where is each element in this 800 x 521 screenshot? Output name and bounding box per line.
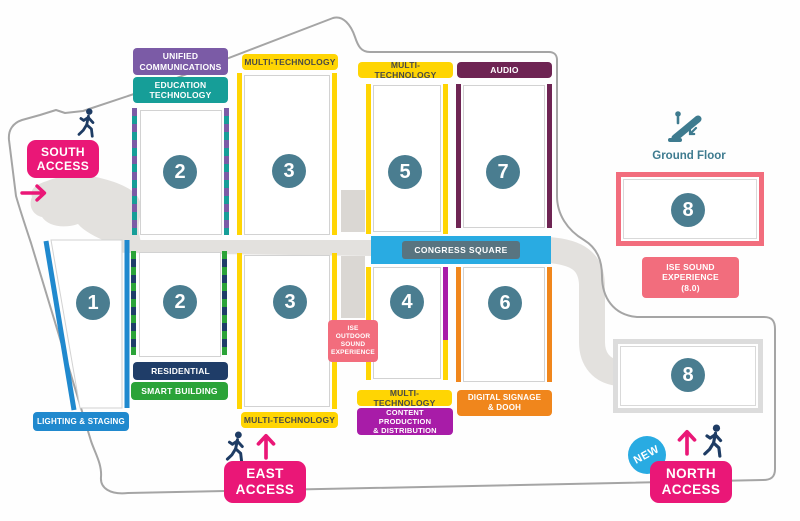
label-residential: RESIDENTIAL: [133, 362, 228, 380]
hall-4-bar-right-yellow: [443, 340, 448, 380]
hall-7-bar-right: [547, 84, 552, 228]
hall-5-bar-left: [366, 84, 371, 234]
hall-2-upper-bar-right: [224, 108, 229, 235]
hall-6-number: 6: [488, 286, 522, 320]
label-multi-technology-hall4-bottom: MULTI-TECHNOLOGY: [357, 388, 452, 408]
facility-block-upper: [341, 190, 365, 232]
north-access-arrow-icon: [677, 429, 697, 456]
hall-5-number: 5: [388, 155, 422, 189]
pedestrian-icon-east: [225, 431, 244, 463]
hall-3-lower-bar-left: [237, 253, 242, 409]
ground-floor-label: Ground Floor: [652, 150, 726, 162]
hall-3-lower[interactable]: [244, 255, 330, 407]
hall-2-upper-bar-left: [132, 108, 137, 235]
hall-4-number: 4: [390, 285, 424, 319]
hall-8-lower-inner: [620, 346, 756, 406]
label-lighting-staging: LIGHTING & STAGING: [33, 412, 129, 431]
hall-1-number: 1: [76, 286, 110, 320]
hall-3-lower-number: 3: [273, 285, 307, 319]
hall-2-upper-number: 2: [163, 155, 197, 189]
label-education-technology: EDUCATION TECHNOLOGY: [133, 77, 228, 103]
hall-6-bar-left: [456, 267, 461, 382]
label-digital-signage-dooh: DIGITAL SIGNAGE & DOOH: [457, 390, 552, 416]
hall-1-box[interactable]: [50, 239, 123, 409]
hall-8-lower-number: 8: [671, 358, 705, 392]
east-access-badge: EAST ACCESS: [224, 461, 306, 503]
hall-1-bar-left: [43, 240, 77, 411]
label-multi-technology-hall3-top: MULTI-TECHNOLOGY: [242, 54, 338, 70]
escalator-icon: [668, 111, 702, 142]
label-unified-communications: UNIFIED COMMUNICATIONS: [133, 48, 228, 75]
label-multi-technology-hall3-bottom: MULTI-TECHNOLOGY: [241, 412, 338, 428]
pedestrian-icon-north: [703, 424, 723, 458]
south-access-badge: SOUTH ACCESS: [27, 140, 99, 178]
hall-3-upper-bar-left: [237, 73, 242, 235]
hall-2-lower-number: 2: [163, 285, 197, 319]
pedestrian-icon-south: [77, 108, 95, 138]
hall-4-bar-right-magenta: [443, 267, 448, 340]
label-content-production: CONTENT PRODUCTION & DISTRIBUTION: [357, 408, 453, 435]
label-multi-technology-hall5-top: MULTI-TECHNOLOGY: [358, 60, 453, 80]
hall-4[interactable]: [373, 267, 441, 379]
walkway-south-blob: [30, 175, 142, 243]
label-ise-outdoor-sound-experience: ISE OUTDOOR SOUND EXPERIENCE: [328, 320, 378, 362]
hall-6-bar-right: [547, 267, 552, 382]
hall-2-lower-bar-right: [222, 251, 227, 355]
hall-7-number: 7: [486, 155, 520, 189]
north-access-badge: NORTH ACCESS: [650, 461, 732, 503]
hall-8-ground-inner: [623, 179, 757, 239]
label-audio: AUDIO: [457, 62, 552, 78]
hall-5-bar-right: [443, 84, 448, 234]
facility-block-lower: [341, 256, 365, 318]
congress-square: CONGRESS SQUARE: [371, 236, 551, 264]
hall-3-upper-number: 3: [272, 154, 306, 188]
hall-2-lower-bar-left: [131, 251, 136, 355]
walkway-east-path: [546, 237, 621, 386]
south-access-arrow-icon: [20, 184, 47, 202]
east-access-arrow-icon: [256, 433, 276, 460]
hall-8-ground-number: 8: [671, 193, 705, 227]
hall-6[interactable]: [463, 267, 545, 382]
label-ise-sound-experience: ISE SOUND EXPERIENCE (8.0): [642, 257, 739, 298]
venue-boundary: [7, 16, 776, 495]
label-smart-building: SMART BUILDING: [131, 382, 228, 400]
congress-square-label: CONGRESS SQUARE: [402, 241, 520, 259]
hall-7-bar-left: [456, 84, 461, 228]
hall-3-upper-bar-right: [332, 73, 337, 235]
